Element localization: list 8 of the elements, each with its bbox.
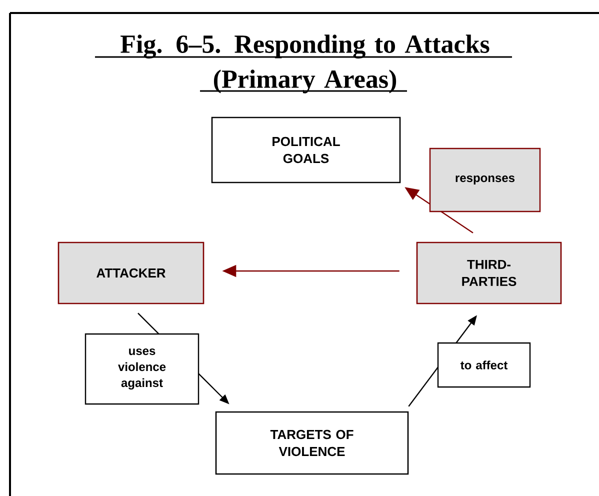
box: TARGETS OF VIOLENCE: [215, 411, 409, 475]
label-box: uses violence against: [84, 333, 200, 405]
box: ATTACKER: [58, 242, 204, 304]
box: THIRD-PARTIES: [416, 242, 562, 304]
label-box: to affect: [437, 342, 531, 388]
label-box: responses: [429, 148, 541, 212]
title: Fig. 6–5. Responding to Attacks (Primary Areas): [120, 34, 490, 94]
box: POLITICAL GOALS: [211, 116, 401, 184]
